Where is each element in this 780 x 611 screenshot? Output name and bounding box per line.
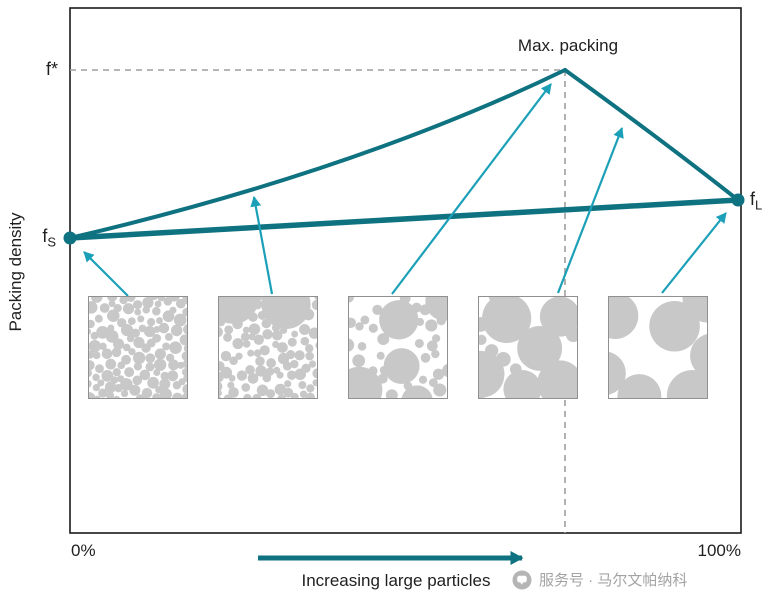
wechat-official-account-icon	[512, 570, 532, 589]
annotation-arrow-4	[556, 127, 624, 294]
particle-illustration-svg	[349, 297, 447, 398]
watermark-text: 服务号 · 马尔文帕纳科	[539, 572, 688, 589]
curve-baseline	[67, 197, 741, 241]
annotation-arrow-5	[661, 212, 727, 294]
annotation-arrow-2	[250, 196, 274, 295]
max-packing-label: Max. packing	[517, 36, 619, 55]
particle-illustration-svg	[219, 297, 317, 398]
particle-illustration-svg	[609, 297, 707, 398]
particle-illustration-all-large	[608, 296, 708, 399]
watermark: 服务号 · 马尔文帕纳科	[512, 569, 687, 590]
f-star-label: f*	[45, 59, 58, 79]
particle-illustration-few-large	[218, 296, 318, 399]
plot-border	[69, 7, 742, 534]
annotation-arrow-1	[83, 251, 129, 297]
particle-illustration-mostly-large	[478, 296, 578, 399]
curve-rising-branch	[68, 68, 567, 240]
x-tick-100: 100%	[697, 541, 741, 560]
fl-point	[731, 193, 745, 207]
x-axis-title: Increasing large particles	[301, 571, 491, 590]
f-small-base: f	[42, 226, 48, 246]
annotation-arrow-3	[391, 83, 552, 295]
f-small-label: fS	[42, 226, 56, 250]
f-large-base: f	[750, 189, 756, 209]
particle-illustration-svg	[89, 297, 187, 398]
x-tick-0: 0%	[71, 541, 96, 560]
f-large-sub: L	[755, 197, 763, 213]
curve-falling-branch	[563, 68, 740, 202]
particle-illustration-svg	[479, 297, 577, 398]
f-small-sub: S	[47, 234, 56, 250]
f-large-label: fL	[750, 189, 762, 213]
particle-illustration-all-small	[88, 296, 188, 399]
fs-point	[63, 231, 77, 245]
particle-illustration-mixed	[348, 296, 448, 399]
